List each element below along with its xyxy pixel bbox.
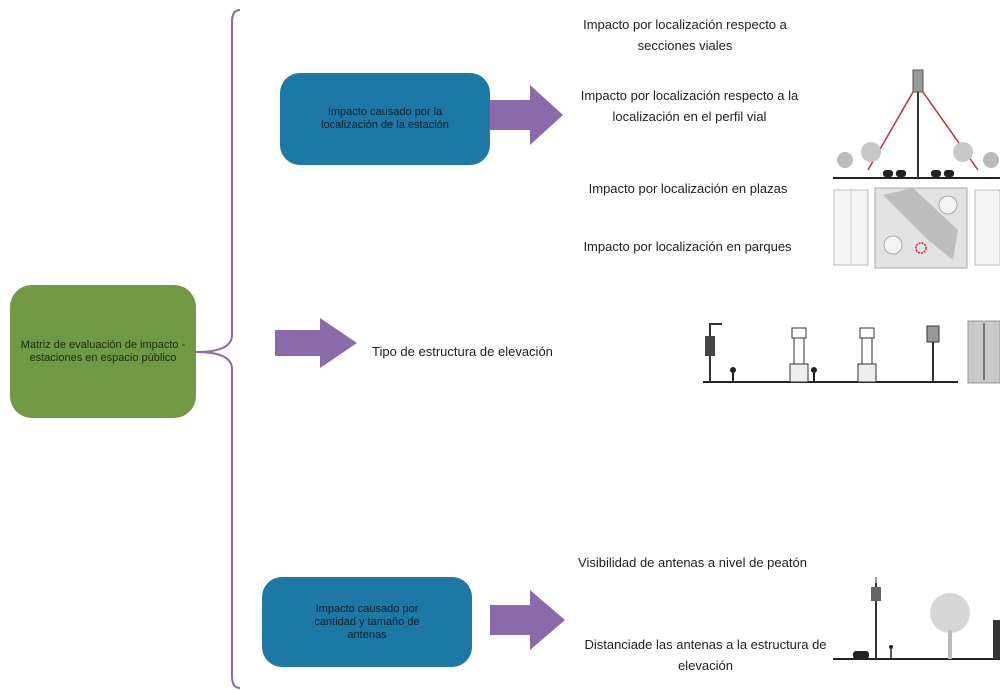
location-item-road-profile: Impacto por localización respecto a la l…	[580, 88, 799, 124]
location-item-road-sections: Impacto por localización respecto a secc…	[583, 17, 787, 53]
plaza-plan-image	[833, 185, 1000, 270]
antennas-impact-node: Impacto causado por cantidad y tamaño de…	[262, 577, 472, 667]
plaza-plan-drawing	[833, 187, 1000, 269]
root-node: Matriz de evaluación de impacto - estaci…	[10, 285, 196, 418]
location-impact-text: Impacto causado por la localización de l…	[321, 106, 449, 131]
location-item-plazas: Impacto por localización en plazas	[588, 181, 788, 196]
antennas-impact-text: Impacto causado por cantidad y tamaño de…	[314, 602, 420, 641]
elevation-structures-image	[700, 318, 1000, 386]
location-arrow	[490, 85, 563, 145]
antennas-item-visibility: Visibilidad de antenas a nivel de peatón	[578, 555, 807, 570]
structure-arrow	[275, 318, 357, 368]
antenna-visibility-image	[833, 575, 1000, 663]
location-item-parks: Impacto por localización en parques	[583, 239, 792, 254]
antennas-arrow	[490, 590, 565, 650]
antennas-item-distance: Distanciade las antenas a la estructura …	[584, 637, 827, 673]
road-profile-image	[833, 60, 1000, 180]
elevation-structures-drawing	[703, 320, 1000, 384]
root-node-text: Matriz de evaluación de impacto - estaci…	[20, 338, 186, 364]
location-impact-node: Impacto causado por la localización de l…	[280, 73, 490, 165]
antenna-visibility-drawing	[833, 577, 1000, 660]
structure-label: Tipo de estructura de elevación	[372, 344, 553, 359]
road-profile-drawing	[833, 69, 1000, 179]
